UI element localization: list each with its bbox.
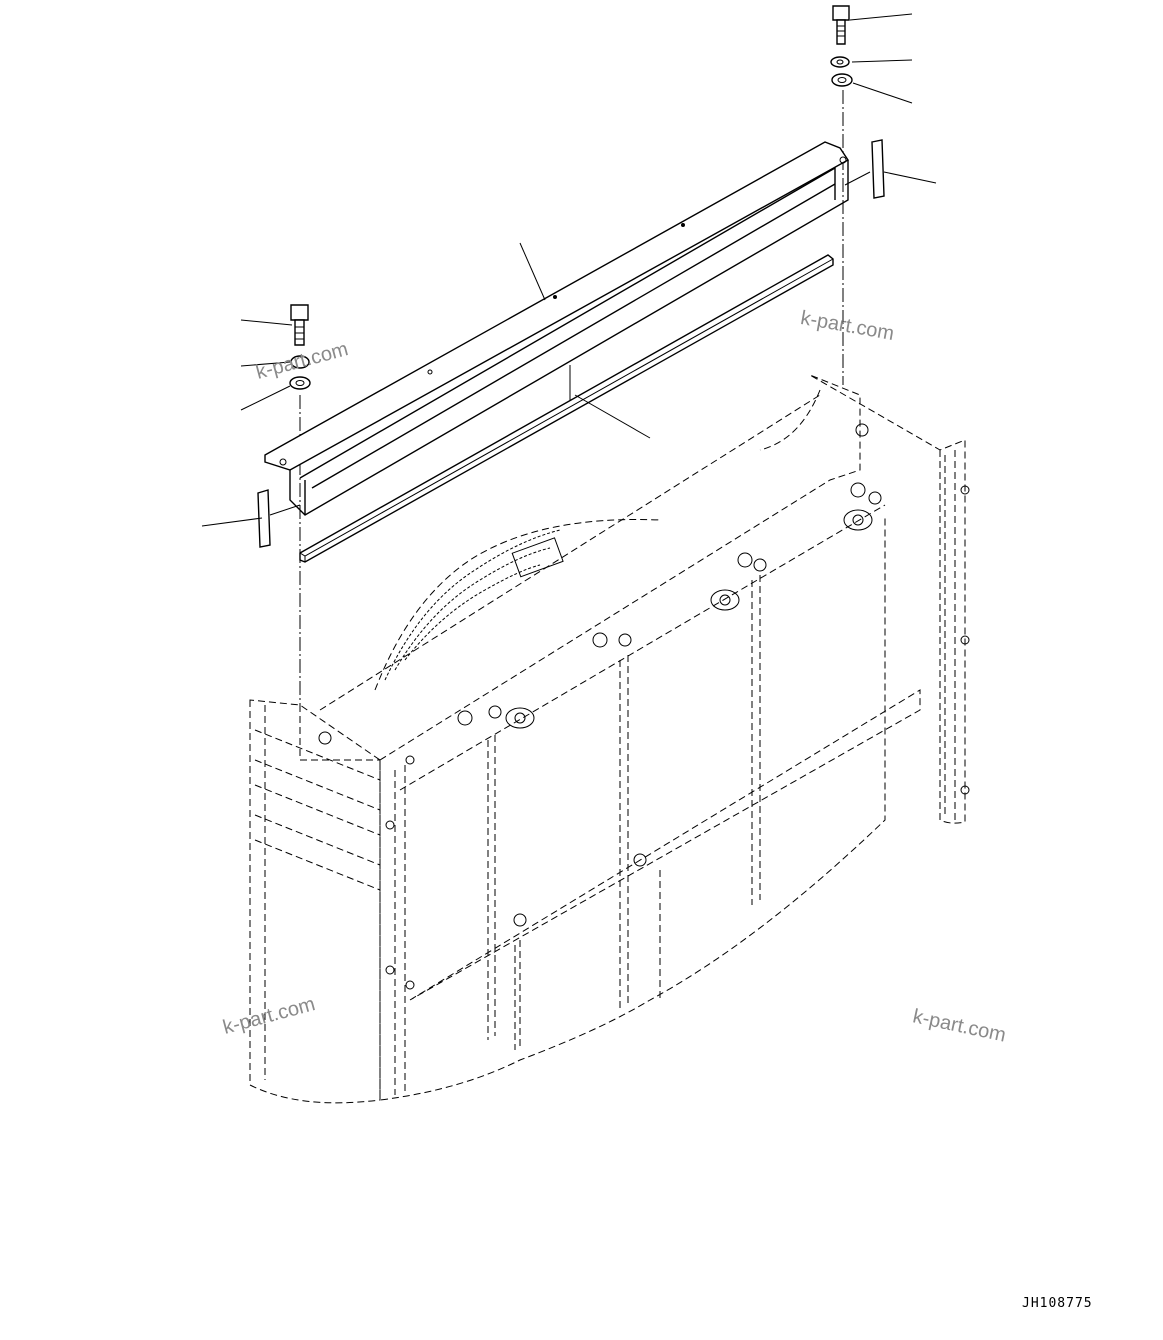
- drawing-code: JH108775: [1022, 1296, 1093, 1311]
- radiator-assembly: [249, 374, 970, 1104]
- pin-right: [871, 139, 885, 199]
- support-beam: [264, 141, 850, 516]
- washer-right-2: [831, 73, 853, 87]
- washer-left-1: [290, 355, 310, 369]
- bolt-right: [832, 5, 850, 45]
- washer-left-2: [289, 376, 311, 390]
- seal-bar: [299, 254, 834, 563]
- leader-lines: [201, 13, 937, 527]
- pin-left: [257, 489, 271, 548]
- washer-right-1: [830, 56, 850, 68]
- bolt-left: [290, 304, 309, 346]
